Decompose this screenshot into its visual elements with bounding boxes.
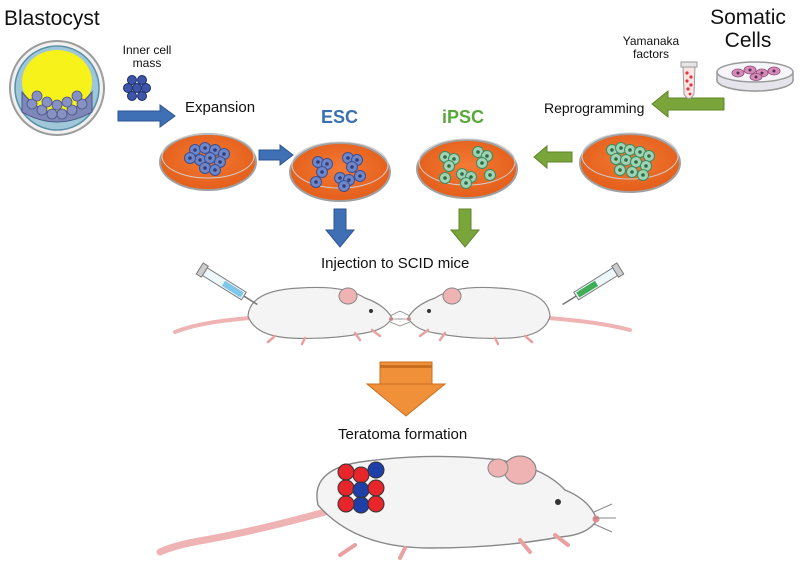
yamanaka-factors-label: Yamanaka factors bbox=[622, 34, 680, 61]
arrow-to-ipsc-dish bbox=[533, 144, 573, 170]
right-syringe-icon bbox=[562, 262, 625, 306]
blastocyst-label: Blastocyst bbox=[4, 7, 100, 30]
left-syringe-icon bbox=[195, 262, 258, 306]
expansion-label: Expansion bbox=[185, 99, 256, 116]
somatic-cells-label: Somatic Cells bbox=[710, 6, 786, 52]
inner-cell-mass-icon bbox=[123, 75, 151, 101]
yamanaka-tube-icon bbox=[680, 61, 698, 99]
reprogramming-dish bbox=[579, 132, 681, 193]
expansion-dish bbox=[159, 133, 257, 191]
right-mouse-drawing bbox=[398, 286, 632, 346]
ipsc-label: iPSC bbox=[442, 107, 485, 127]
somatic-cells-dish bbox=[716, 61, 794, 92]
ipsc-dish bbox=[416, 138, 518, 199]
blastocyst-drawing bbox=[9, 40, 105, 136]
inner-cell-mass-label: Inner cell mass bbox=[122, 43, 172, 70]
arrow-esc-down bbox=[324, 208, 356, 248]
esc-label: ESC bbox=[321, 107, 359, 127]
left-mouse-drawing bbox=[173, 286, 402, 346]
teratoma-mouse-drawing bbox=[156, 455, 616, 560]
arrow-to-teratoma bbox=[365, 361, 447, 417]
arrow-to-esc-dish bbox=[258, 143, 294, 167]
arrow-ipsc-down bbox=[449, 208, 481, 248]
teratoma-cells-icon bbox=[337, 461, 385, 514]
esc-dish bbox=[289, 141, 391, 202]
arrow-to-expansion bbox=[117, 104, 176, 128]
injection-label: Injection to SCID mice bbox=[321, 255, 470, 272]
reprogramming-label: Reprogramming bbox=[544, 100, 645, 116]
teratoma-formation-label: Teratoma formation bbox=[338, 426, 468, 443]
arrow-reprogramming bbox=[651, 89, 725, 119]
